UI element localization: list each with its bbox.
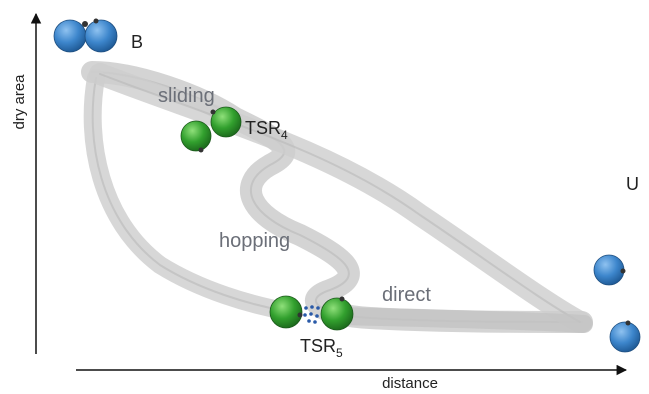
b-contact-dot [82,21,88,27]
transition-paths [81,61,593,333]
axes: distance dry area [11,12,628,392]
u-contact-dot [620,268,626,274]
path-labels: sliding hopping direct [158,85,431,306]
b-label: B [131,32,143,52]
state-u: U [593,174,641,353]
tsr4-label: TSR4 [245,118,288,142]
x-axis-label: distance [382,375,438,392]
tsr5-label: TSR5 [300,336,343,360]
u-sphere-lower [609,321,641,353]
sliding-label: sliding [158,85,215,107]
path-tail [331,307,593,333]
u-contact-dot [625,320,631,326]
direct-label: direct [382,284,431,306]
u-sphere-upper [593,254,625,286]
state-tsr4: TSR4 [180,106,288,153]
tsr5-contact-dot [339,296,345,302]
b-sphere-right [84,19,118,53]
state-b: B [53,18,143,53]
b-contact-dot [93,18,99,24]
tsr4-sphere-left [180,120,212,152]
tsr5-sphere-left [269,295,303,329]
tsr4-label-sub: 4 [281,128,288,142]
tsr4-contact-dot [210,109,216,115]
tsr5-sphere-right [320,297,354,331]
tsr4-label-main: TSR [245,118,281,138]
y-axis-label: dry area [11,74,28,130]
state-tsr5: TSR5 [269,295,354,360]
tsr4-sphere-right [210,106,242,138]
u-label: U [626,174,639,194]
tsr5-droplet-cluster [303,305,320,324]
b-sphere-left [53,19,87,53]
tsr5-label-main: TSR [300,336,336,356]
tsr5-label-sub: 5 [336,346,343,360]
tsr5-contact-dot [297,312,303,318]
hopping-label: hopping [219,230,290,252]
tsr4-contact-dot [198,147,204,153]
